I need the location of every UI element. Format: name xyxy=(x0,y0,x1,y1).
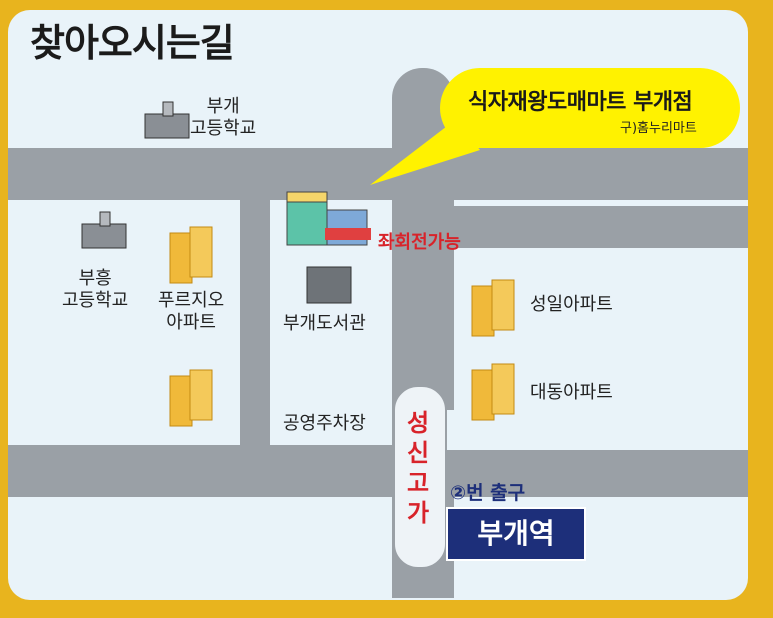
road-right-horizontal xyxy=(440,206,748,248)
store-building-icon xyxy=(286,191,371,246)
road-bottom-horizontal xyxy=(8,445,748,497)
store-former-name: 구)홈누리마트 xyxy=(620,121,697,136)
library-label: 부개도서관 xyxy=(283,313,366,334)
apartment-icon xyxy=(169,369,213,427)
overpass-label: 성 신 고 가 xyxy=(406,409,430,527)
page-title: 찾아오시는길 xyxy=(30,21,235,65)
apartment-icon xyxy=(471,363,515,421)
daedong-apt-label: 대동아파트 xyxy=(530,382,613,403)
school-building-icon xyxy=(144,101,190,139)
overpass xyxy=(393,385,447,569)
store-bubble xyxy=(440,68,740,148)
apartment-icon xyxy=(169,226,213,284)
road-left-vertical xyxy=(240,200,270,445)
road-top-horizontal xyxy=(8,148,748,200)
station-sign: 부개역 xyxy=(446,507,586,561)
apartment-icon xyxy=(471,279,515,337)
library-building-icon xyxy=(306,266,352,304)
parking-label: 공영주차장 xyxy=(283,413,366,434)
left-turn-label: 좌회전가능 xyxy=(378,232,461,253)
school-building-icon xyxy=(81,211,127,249)
exit-label: ②번 출구 xyxy=(450,482,526,504)
store-name: 식자재왕도매마트 부개점 xyxy=(468,90,693,115)
seongil-apt-label: 성일아파트 xyxy=(530,294,613,315)
